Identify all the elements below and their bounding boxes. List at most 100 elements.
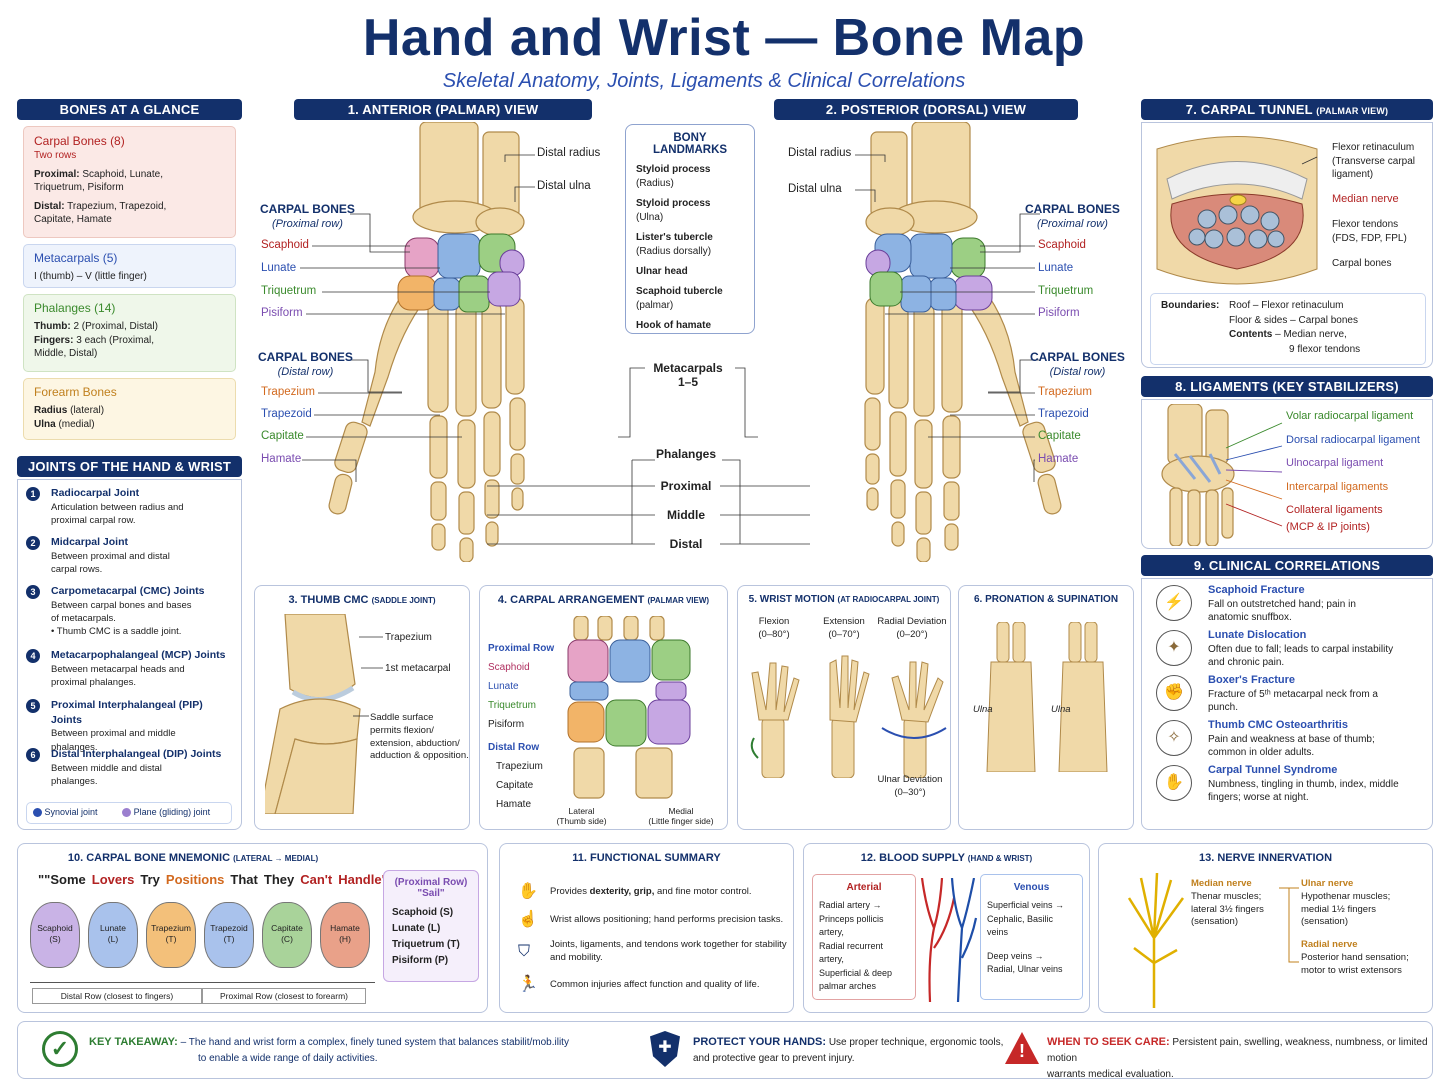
ant-distal-ulna: Distal ulna [537,180,591,192]
phal-thumb-label: Thumb: [34,321,71,333]
carpal-count: (8) [110,134,125,148]
pronation-title: 6. PRONATION & SUPINATION [973,594,1119,605]
ligaments-header: 8. LIGAMENTS (KEY STABILIZERS) [1141,376,1433,397]
boundary-floor: Floor & sides – Carpal bones [1229,314,1358,326]
distal-label: Distal [669,537,703,551]
carpal-prox-label: Proximal: [34,168,80,180]
retinaculum-sub: (Transverse carpal [1332,155,1415,167]
phal-count: (14) [94,301,116,315]
functional-title: 11. FUNCTIONAL SUMMARY [572,852,721,864]
posterior-leaders [855,154,1040,482]
clinical-desc: Fall on outstretched hand; pain in [1208,598,1356,610]
carpal-card: Carpal Bones (8) Two rows Proximal: Scap… [23,126,236,238]
radial-1: Posterior hand sensation; [1301,952,1409,964]
sail-list: Scaphoid (S)Lunate (L)Triquetrum (T)Pisi… [392,905,470,969]
arr-dist-row: Distal Row [488,742,540,753]
clinical-title: Scaphoid Fracture [1208,584,1305,596]
func-3: Joints, ligaments, and tendons work toge… [550,939,787,963]
joint-name: Radiocarpal Joint [51,487,140,499]
mnemonic-bone: Trapezium(T) [146,902,196,968]
collateral-sub: (MCP & IP joints) [1286,520,1370,533]
mnemonic-word: Lovers [91,872,135,887]
mnemonic-word: Positions [165,872,225,887]
sail-box: (Proximal Row) "Sail" Scaphoid (S)Lunate… [383,870,479,982]
hand-icon: ✋ [518,883,538,901]
median-nerve-label: Median nerve [1332,192,1399,205]
ligament-leaders [1225,422,1283,527]
post-distal-ulna: Distal ulna [788,183,842,195]
joint-desc: proximal carpal row. [51,514,136,526]
legend-synovial: Synovial joint [44,807,98,817]
page-title: Hand and Wrist — Bone Map [362,9,1086,67]
posterior-hand [864,122,1064,562]
motion-panel: 5. WRIST MOTION (AT RADIOCARPAL JOINT) F… [737,585,951,830]
nerve-panel: 13. NERVE INNERVATION Median nerve Thena… [1098,843,1433,1013]
mnemonic-word: That [230,872,258,887]
middle-label: Middle [667,508,705,522]
sail-title: (Proximal Row) [394,877,468,888]
post-trapezium: Trapezium [1038,386,1092,398]
clinical-desc: and chronic pain. [1208,657,1285,669]
ligament-item: Volar radiocarpal ligament [1286,410,1414,422]
post-prox-title: CARPAL BONES(Proximal row) [1025,202,1120,230]
saddle-3: extension, abduction/ [370,737,460,749]
clinical-header: 9. CLINICAL CORRELATIONS [1141,555,1433,576]
landmarks-box: BONY LANDMARKS Styloid process(Radius)St… [625,124,755,334]
mnemonic-panel: 10. CARPAL BONE MNEMONIC (LATERAL → MEDI… [17,843,488,1013]
ligament-illustration [1161,404,1235,546]
clinical-desc: anatomic snuffbox. [1208,612,1292,624]
ant-lunate: Lunate [261,262,297,274]
clinical-title: Thumb CMC Osteoarthritis [1208,719,1348,731]
mnemonic-word: They [263,872,295,887]
glance-header: BONES AT A GLANCE [17,99,242,120]
mnemonic-axis [30,982,375,983]
ulna-label-1: Ulna [973,704,993,715]
mnemonic-bone: Capitate(C) [262,902,312,968]
clinical-hand-icon: ✦ [1156,630,1192,666]
saddle-2: permits flexion/ [370,724,434,736]
func-1: Provides dexterity, grip, and fine motor… [550,885,752,897]
post-triquetrum: Triquetrum [1038,285,1094,297]
anterior-leaders [300,154,535,482]
joint-desc: • Thumb CMC is a saddle joint. [51,626,182,638]
landmark-item: Lister's tubercle(Radius dorsally) [636,232,713,257]
tunnel-panel: Flexor retinaculum (Transverse carpal li… [1141,122,1433,368]
joint-number-icon: 4 [26,649,40,663]
sail-item: Lunate (L) [392,923,441,934]
joint-desc: phalanges. [51,775,98,787]
tunnel-illustration [1156,136,1318,285]
pronation-panel: 6. PRONATION & SUPINATION Ulna Ulna [958,585,1134,830]
func-2: Wrist allows positioning; hand performs … [550,913,784,925]
ligament-item: Intercarpal ligaments [1286,480,1389,493]
tunnel-boundaries: Boundaries:Roof – Flexor retinaculum Flo… [1150,293,1426,365]
arr-prox-row: Proximal Row [488,643,555,654]
radial-2: motor to wrist extensors [1301,964,1402,976]
mnemonic-bone: Scaphoid(S) [30,902,80,968]
proximal-label: Proximal [660,479,712,493]
joint-desc: carpal rows. [51,563,103,575]
phal-thumb: 2 (Proximal, Distal) [73,321,158,333]
landmark-item: Scaphoid tubercle(palmar) [636,286,723,311]
thumb-joint-illustration [265,614,361,814]
joint-name: Carpometacarpal (CMC) Joints [51,585,205,597]
post-scaphoid: Scaphoid [1038,239,1086,251]
post-distal-radius: Distal radius [788,147,852,159]
sail-word: "Sail" [417,888,445,899]
contents-label: Contents [1229,329,1273,340]
meta-card: Metacarpals (5) I (thumb) – V (little fi… [23,244,236,288]
thumb-panel: 3. THUMB CMC (SADDLE JOINT) Trapezium 1s… [254,585,470,830]
joint-desc: Articulation between radius and [51,501,184,513]
saddle-1: Saddle surface [370,712,434,723]
retinaculum-sub2: ligament) [1332,169,1374,180]
art-4: Superficial & deep [819,967,893,978]
meta-line: I (thumb) – V (little finger) [34,271,147,283]
contents-1: – Median nerve, [1275,329,1347,340]
phal-title: Phalanges [34,301,91,315]
post-lunate: Lunate [1038,262,1074,274]
post-hamate: Hamate [1038,453,1079,465]
clinical-hand-icon: ✊ [1156,675,1192,711]
runner-icon: 🏃 [518,976,538,994]
